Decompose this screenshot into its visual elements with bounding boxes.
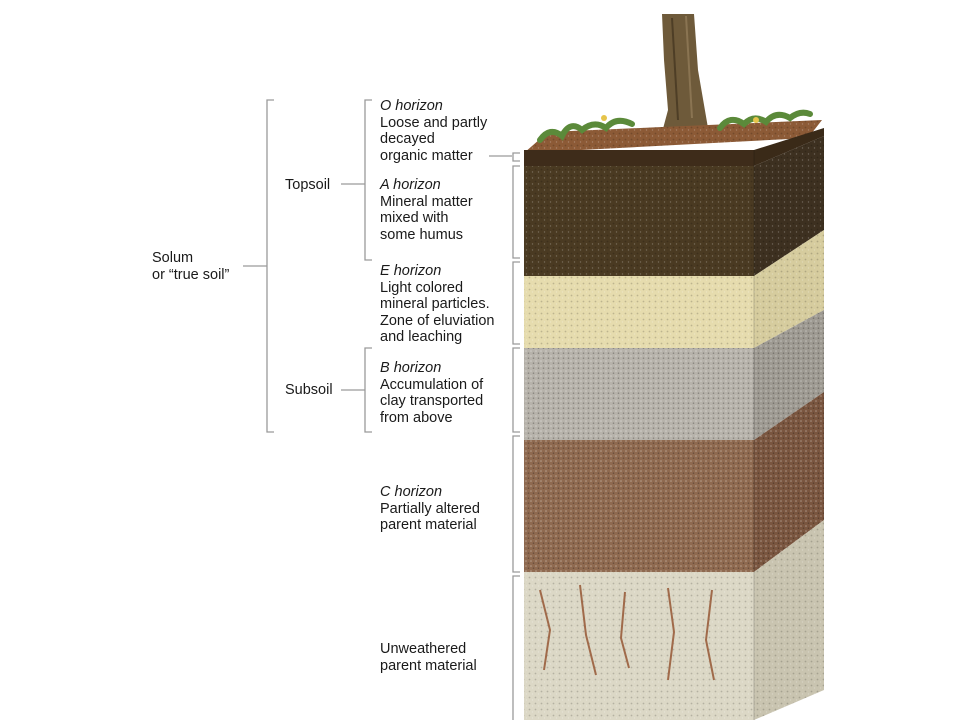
subsoil-label: Subsoil: [285, 382, 333, 398]
b-range-bracket: [512, 347, 520, 433]
e-range-bracket: [512, 261, 520, 345]
topsoil-bracket: [364, 99, 372, 261]
bedrock-range-bracket: [512, 575, 520, 720]
b-horizon-label: B horizon Accumulation of clay transport…: [380, 360, 484, 426]
o-layer-front: [524, 150, 754, 166]
topsoil-label: Topsoil: [285, 177, 331, 193]
a-horizon-label: A horizon Mineral matter mixed with some…: [380, 177, 473, 243]
a-range-bracket: [512, 165, 520, 259]
side-o: [754, 128, 824, 166]
o-horizon-label: O horizon Loose and partly decayed organ…: [380, 98, 488, 164]
solum-label: Solum or “true soil”: [152, 250, 230, 283]
subsoil-bracket: [364, 347, 372, 433]
c-range-bracket: [512, 435, 520, 573]
grass: [537, 109, 813, 143]
e-horizon-label: E horizon Light colored mineral particle…: [380, 263, 495, 345]
solum-bracket: [266, 99, 274, 433]
bedrock-label: Unweathered parent material: [380, 641, 477, 674]
o-range-bracket: [512, 152, 520, 162]
c-horizon-label: C horizon Partially altered parent mater…: [380, 484, 480, 533]
